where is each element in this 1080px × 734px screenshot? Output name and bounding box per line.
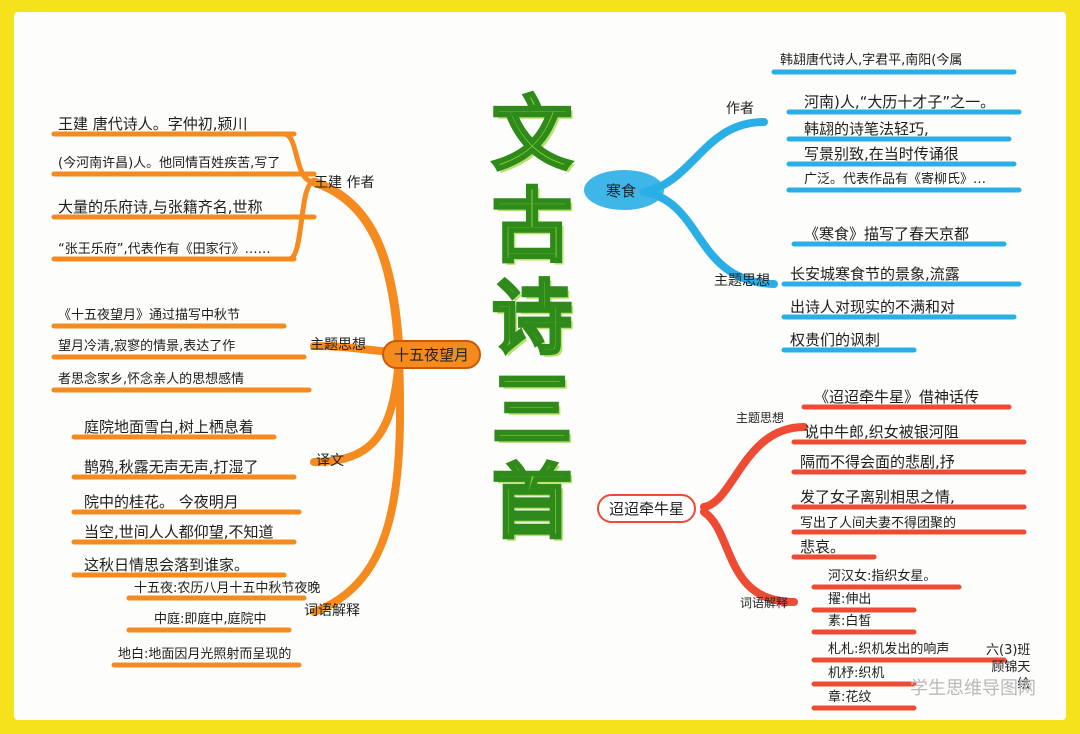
title-char: 首 [491,455,574,550]
text-line: 当空,世间人人都仰望,不知道 [84,523,274,541]
title-char: 三 [491,363,574,458]
text-line: 王建 唐代诗人。字仲初,颍川 [58,115,248,133]
signature-line: 顾锦天 [991,660,1031,675]
label-author: 王建 作者 [314,175,375,191]
text-line: 出诗人对现实的不满和对 [790,298,956,316]
text-line: 权贵们的讽刺 [790,331,881,349]
text-line: 地白:地面因月光照射而呈现的 [118,647,292,662]
label-terms: 词语解释 [740,596,789,610]
text-line: 机杼:织机 [828,666,885,681]
text-line: 鹊鸦,秋露无声无声,打湿了 [84,458,259,476]
text-line: 十五夜:农历八月十五中秋节夜晚 [134,581,321,596]
label-translation: 译文 [316,453,344,469]
label-theme: 主题思想 [714,273,770,289]
line-right-red-terms [700,508,798,606]
text-line: 写景别致,在当时传诵很 [804,145,959,163]
label-terms: 词语解释 [304,603,360,619]
line-right-author [640,118,768,196]
text-line: 《十五夜望月》通过描写中秋节 [58,308,241,323]
text-line: 悲哀。 [800,538,846,556]
line-right-theme [640,188,778,288]
node-hanshi: 寒食 [606,182,637,200]
label-theme: 主题思想 [310,337,366,353]
text-line: 素:白皙 [828,614,872,629]
page-title: 文 古 诗 三 首 [480,87,584,550]
text-line: 这秋日情思会落到谁家。 [84,556,250,574]
text-line: 大量的乐府诗,与张籍齐名,世称 [58,198,263,216]
node-shiwuye-wangyue: 十五夜望月 [382,340,482,369]
text-line: 河汉女:指织女星。 [828,569,937,584]
label-theme: 主题思想 [736,411,785,425]
underline-right-red-theme [791,404,1027,560]
text-line: 望月冷清,寂寥的情景,表达了作 [58,339,236,354]
text-line: 韩翃的诗笔法轻巧, [804,120,929,138]
text-line: 章:花纹 [828,690,872,705]
underline-left-translation [71,434,302,578]
signature-line: 绘 [1017,677,1031,692]
text-line: 《迢迢牵牛星》借神话传 [814,388,980,406]
text-line: (今河南许昌)人。他同情百姓疾苦,写了 [58,156,281,171]
bracket-left-author [281,131,317,262]
line-left-author [309,177,404,357]
underline-left-terms [111,595,307,668]
text-line: 发了女子离别相思之情, [800,488,955,506]
text-line: 说中牛郎,织女被银河阻 [804,423,959,441]
branch-lines [51,69,1027,711]
title-char: 诗 [491,271,574,366]
text-line: 擢:伸出 [828,592,872,607]
underline-right-author [771,69,1022,193]
signature-line: 六(3)班 [986,643,1031,658]
title-char: 文 [491,87,574,182]
line-left-terms [310,353,405,616]
title-char: 古 [491,179,574,274]
text-line: 院中的桂花。 今夜明月 [84,493,239,511]
text-line: 河南)人,“大历十才子”之一。 [804,93,996,111]
text-line: 札札:织机发出的响声 [828,642,950,657]
node-bubble-hanshi [584,170,664,210]
text-line: 长安城寒食节的景象,流露 [790,265,960,283]
underline-right-red-terms [811,584,1007,711]
text-line: 中庭:即庭中,庭院中 [154,612,267,627]
underline-right-theme [781,241,1022,353]
label-author: 作者 [726,101,754,117]
underline-left-theme [51,323,312,393]
author-signature: 六(3)班 顾锦天 绘 [986,642,1030,693]
node-tiaotiao-qianniuxing: 迢迢牵牛星 [597,494,697,523]
mind-map-poster: 文 古 诗 三 首 十五夜望月 王建 作者 主题思想 译文 词语解释 王建 唐代… [14,12,1066,720]
text-line: 广泛。代表作品有《寄柳氏》… [804,172,987,187]
text-line: 《寒食》描写了春天京都 [804,225,970,243]
underline-left-author [51,131,317,262]
line-right-red-theme [700,423,808,511]
text-line: 韩翃唐代诗人,字君平,南阳(今属 [780,53,963,68]
text-line: 写出了人间夫妻不得团聚的 [800,516,957,531]
text-line: “张王乐府”,代表作有《田家行》…… [58,242,271,257]
text-line: 庭院地面雪白,树上栖息着 [84,418,254,436]
watermark: 学生思维导图网 [910,678,1036,699]
text-line: 者思念家乡,怀念亲人的思想感情 [58,372,245,387]
text-line: 隔而不得会面的悲剧,抒 [800,453,955,471]
line-left-translation [310,353,403,466]
